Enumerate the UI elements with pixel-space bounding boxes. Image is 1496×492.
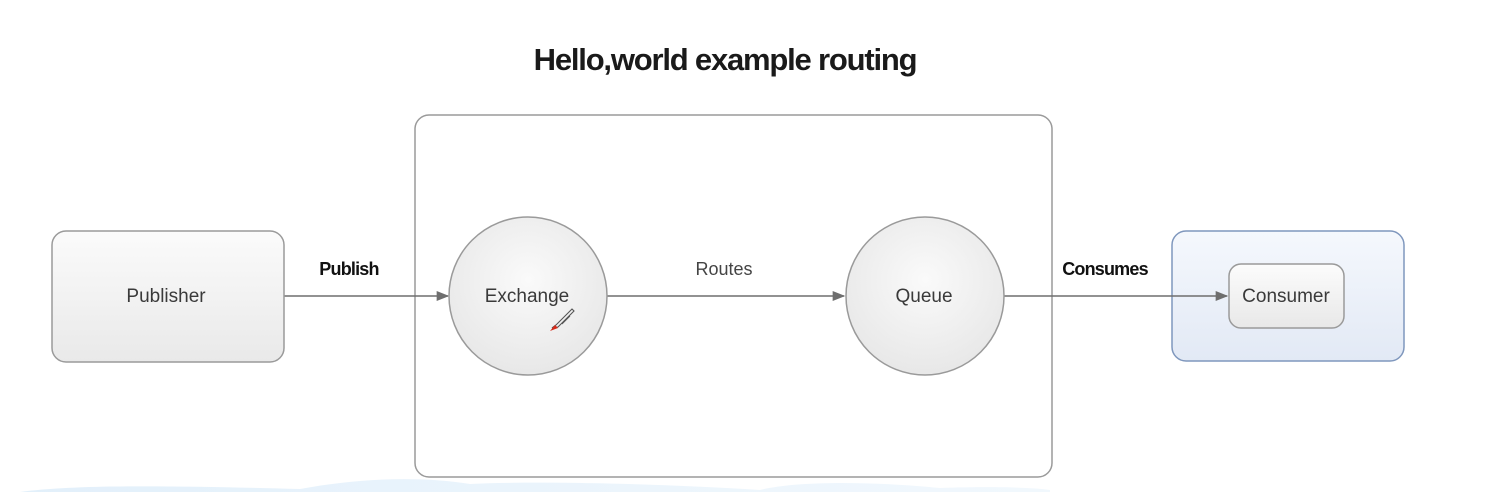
consumer-label: Consumer (1242, 286, 1330, 307)
bottom-wash (20, 479, 1050, 492)
consumes-label: Consumes (1062, 259, 1148, 279)
publisher-label: Publisher (126, 286, 206, 307)
routes-label: Routes (695, 259, 752, 279)
publisher-node: Publisher (51, 230, 285, 363)
publish-label: Publish (319, 259, 378, 279)
queue-node: Queue (845, 216, 1005, 376)
pencil-icon (550, 308, 575, 331)
consumer-node: Consumer (1228, 263, 1345, 329)
queue-label: Queue (895, 286, 952, 307)
diagram-title: Hello,world example routing (534, 42, 917, 77)
exchange-node: Exchange (448, 216, 608, 376)
exchange-label: Exchange (485, 286, 570, 307)
